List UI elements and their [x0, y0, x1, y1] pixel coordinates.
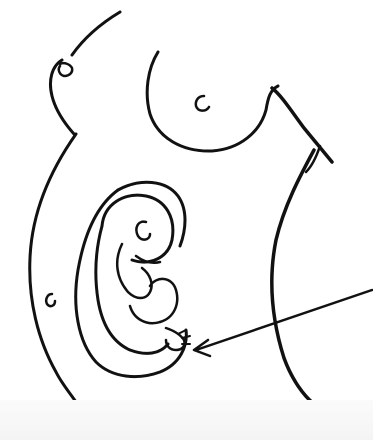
lower-back-outline	[272, 150, 314, 404]
back-outline	[272, 88, 332, 162]
fetus-ear	[136, 222, 150, 240]
fetus-arm	[117, 244, 151, 298]
belly-front-outline	[30, 134, 76, 402]
left-nipple	[59, 63, 72, 76]
ink-strokes	[30, 12, 372, 404]
fetus-back-outline	[96, 226, 168, 353]
footer-strip	[0, 400, 373, 440]
fetus-leg	[130, 306, 160, 323]
arm-outline	[72, 12, 120, 55]
navel	[46, 294, 55, 306]
right-breast-outline	[147, 52, 278, 151]
uterus-upper-outline	[118, 182, 185, 246]
left-breast-outline	[50, 60, 74, 134]
fetus-knee	[150, 279, 177, 322]
right-nipple	[196, 96, 209, 111]
pointer-arrow-shaft	[196, 290, 372, 350]
